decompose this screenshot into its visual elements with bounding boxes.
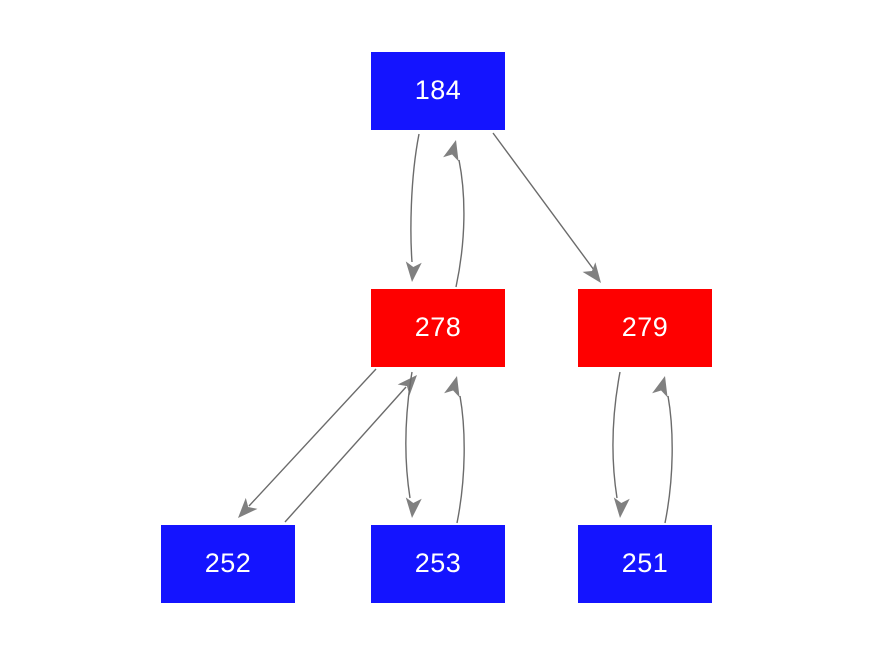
- graph-edge-arrowhead-184-279: [582, 262, 601, 283]
- graph-node-252[interactable]: 252: [161, 525, 295, 603]
- graph-node-label: 278: [414, 311, 462, 342]
- graph-node-label: 184: [414, 74, 462, 105]
- graph-edge-arrowhead-279-251: [613, 497, 630, 518]
- graph-node-label: 279: [621, 311, 669, 342]
- graph-edge-arrowhead-278-184: [443, 140, 459, 162]
- graph-node-label: 251: [621, 547, 669, 578]
- graph-node-label: 252: [204, 547, 252, 578]
- graph-edge-252-278: [284, 386, 407, 523]
- graph-edge-arrowhead-252-278: [397, 375, 417, 396]
- graph-edge-arrowhead-253-278: [444, 376, 460, 398]
- graph-node-253[interactable]: 253: [371, 525, 505, 603]
- graph-edge-251-279: [664, 395, 673, 524]
- graph-edge-278-252: [248, 368, 377, 507]
- graph-edge-184-278: [410, 133, 420, 263]
- graph-edge-arrowhead-251-279: [652, 376, 668, 398]
- graph-edge-253-278: [456, 395, 465, 524]
- graph-node-184[interactable]: 184: [371, 52, 505, 130]
- graph-node-278[interactable]: 278: [371, 289, 505, 367]
- graph-edge-arrowhead-184-278: [405, 261, 422, 282]
- graph-node-251[interactable]: 251: [578, 525, 712, 603]
- graph-node-279[interactable]: 279: [578, 289, 712, 367]
- graph-edge-279-251: [612, 371, 621, 499]
- graph-edge-278-184: [455, 159, 465, 288]
- graph-edge-278-253: [405, 371, 413, 499]
- graph-node-label: 253: [414, 547, 462, 578]
- graph-edge-184-279: [492, 132, 595, 271]
- graph-edge-arrowhead-278-253: [405, 497, 422, 518]
- graph-edge-arrowhead-278-252: [238, 497, 258, 518]
